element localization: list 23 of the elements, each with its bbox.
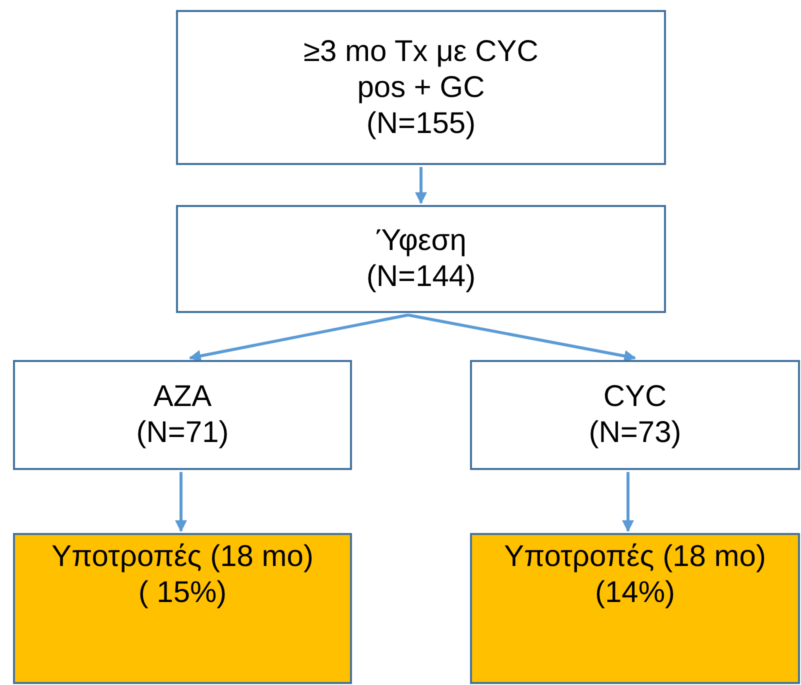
process-box <box>176 10 666 165</box>
arrow <box>188 314 408 362</box>
box-text: CYC <box>603 379 667 415</box>
process-box <box>176 205 666 313</box>
box-text: Ύφεση <box>376 223 466 259</box>
box-text: Υποτροπές (18 mo) <box>504 539 766 575</box>
process-box <box>13 360 352 470</box>
arrow <box>408 314 636 362</box>
box-text: (N=73) <box>588 415 682 451</box>
arrow <box>175 472 187 532</box>
box-text: ≥3 mo Tx με CYC pos + GC <box>302 34 540 106</box>
process-box <box>470 360 800 470</box>
box-text: (14%) <box>594 575 676 611</box>
box-text: ( 15%) <box>138 575 227 611</box>
box-text: (N=144) <box>366 259 476 295</box>
box-text: Υποτροπές (18 mo) <box>52 539 314 575</box>
box-text: (N=71) <box>136 415 229 451</box>
arrow <box>622 472 634 532</box>
outcome-box <box>13 533 352 684</box>
outcome-box <box>470 533 800 684</box>
box-text: AZA <box>153 379 212 415</box>
box-text: (N=155) <box>366 106 476 142</box>
arrow <box>415 167 427 204</box>
